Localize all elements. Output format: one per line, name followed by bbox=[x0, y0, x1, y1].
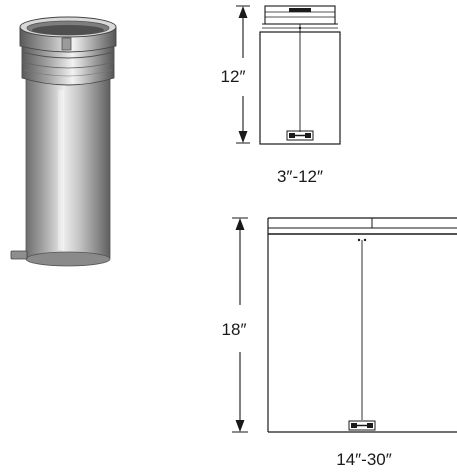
large-pipe-drawing bbox=[267, 217, 457, 433]
small-pipe-drawing bbox=[259, 5, 341, 145]
small-height-label: 12″ bbox=[221, 67, 246, 86]
small-height-dimension bbox=[236, 5, 250, 144]
small-length-label: 3″-12″ bbox=[277, 167, 323, 186]
large-height-label: 18″ bbox=[222, 320, 247, 339]
large-height-dimension bbox=[232, 217, 248, 433]
large-length-label: 14″-30″ bbox=[336, 450, 392, 469]
pipe-photo bbox=[10, 16, 117, 267]
